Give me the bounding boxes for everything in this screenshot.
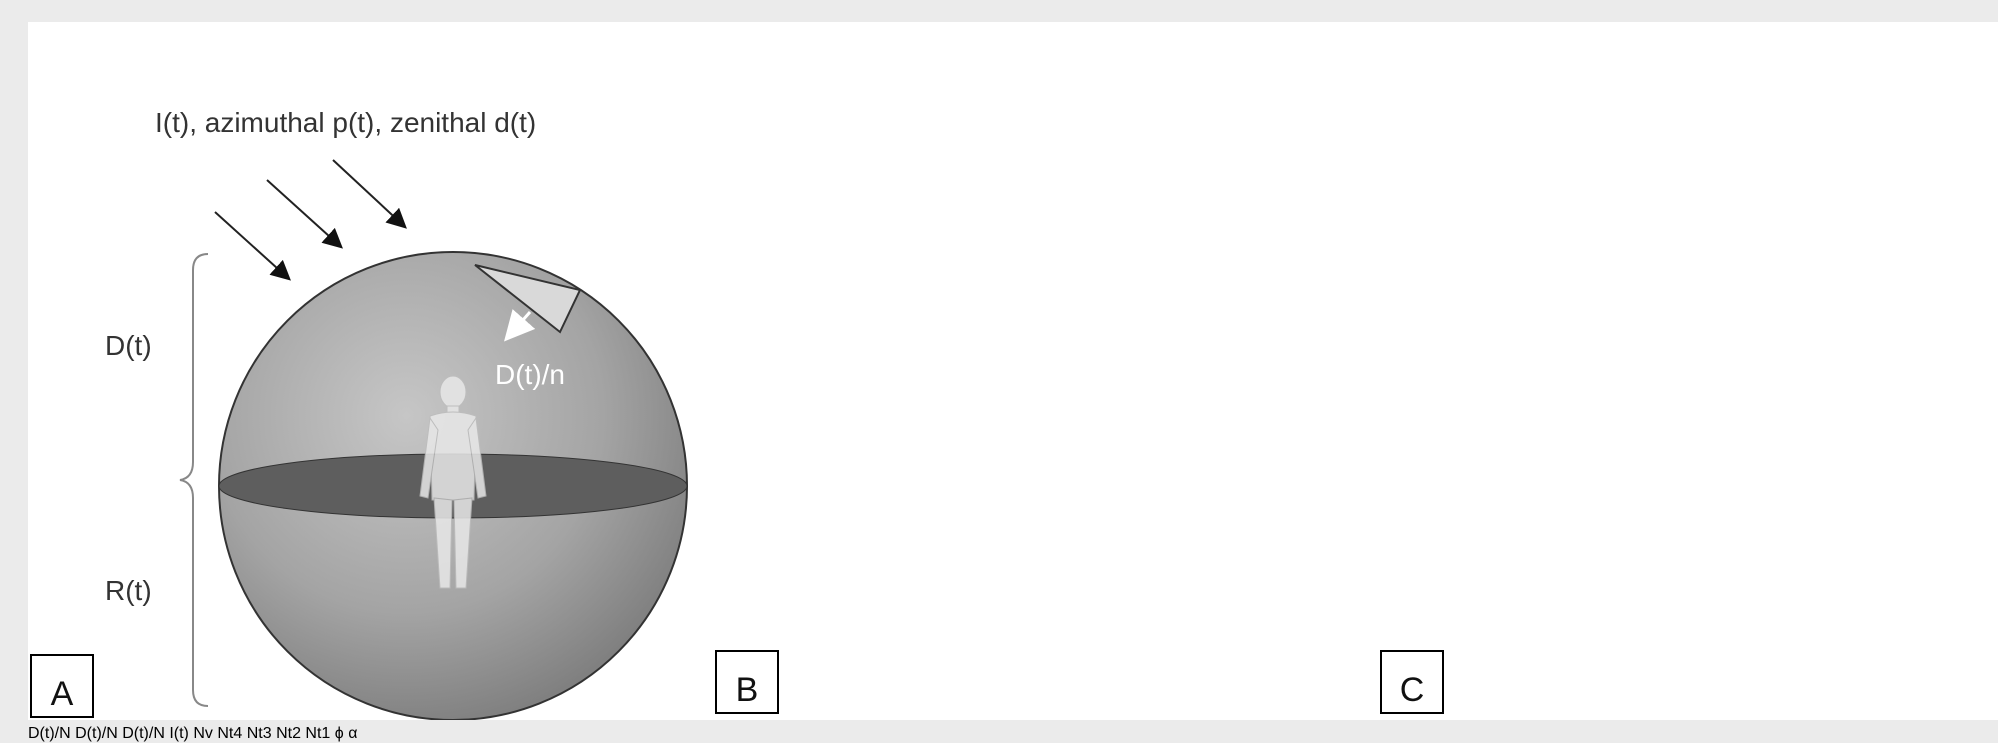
phi-label: ϕ	[335, 725, 344, 742]
normal-t2-label: Nt2	[276, 725, 301, 742]
sector-label: D(t)/N	[122, 725, 165, 742]
normal-t1-arrow: Nt1 ϕ α	[305, 725, 357, 742]
figure-canvas: I(t), azimuthal p(t), zenithal d(t) D(t)…	[28, 22, 1998, 720]
panel-a-tag: A	[30, 654, 94, 718]
patch-label: D(t)/n	[495, 359, 565, 390]
normal-t3-arrow: Nt3 Nt2 Nt1 ϕ α	[247, 725, 358, 742]
projection-line: D(t)/N D(t)/N D(t)/N	[28, 725, 169, 742]
normal-t1-label: Nt1	[305, 725, 330, 742]
normal-t4-label: Nt4	[217, 725, 242, 742]
sector-label: D(t)/N	[28, 725, 71, 742]
left-margin	[0, 0, 28, 720]
radiation-arrow	[267, 180, 340, 246]
panel-b-letter: B	[736, 671, 759, 710]
vertex-normal-label: Nv	[193, 725, 213, 742]
panel-b-tag: B	[715, 650, 779, 714]
figure-svg: I(t), azimuthal p(t), zenithal d(t) D(t)…	[28, 22, 1998, 720]
sky-sector: D(t)/N D(t)/N D(t)/N	[28, 725, 169, 742]
radiation-arrow	[333, 160, 404, 226]
ray-intensity-label: I(t)	[169, 725, 189, 742]
sector-label: D(t)/N	[75, 725, 118, 742]
panel-c-tag: C	[1380, 650, 1444, 714]
sky-shell: D(t)/N D(t)/N D(t)/N	[28, 725, 169, 742]
projection-line: D(t)/N D(t)/N D(t)/N	[28, 725, 169, 742]
normal-t2-arrow: Nt2 Nt1 ϕ α	[276, 725, 357, 742]
panel-c-letter: C	[1400, 671, 1425, 710]
head-mesh-closeup: I(t) Nv Nt4 Nt3 Nt2 Nt1 ϕ α	[169, 725, 357, 742]
incoming-ray: I(t) Nv Nt4 Nt3 Nt2 Nt1 ϕ α	[169, 725, 357, 742]
vertex-normal-arrow: Nv Nt4 Nt3 Nt2 Nt1 ϕ α	[193, 725, 357, 742]
panel-b: D(t)/N D(t)/N D(t)/N	[28, 725, 169, 742]
lower-hemisphere-label: R(t)	[105, 575, 152, 606]
panel-c: I(t) Nv Nt4 Nt3 Nt2 Nt1 ϕ α	[169, 725, 357, 742]
normal-t3-label: Nt3	[247, 725, 272, 742]
normal-t4-arrow: Nt4 Nt3 Nt2 Nt1 ϕ α	[217, 725, 357, 742]
alpha-label: α	[348, 725, 357, 742]
hemisphere-brace	[180, 254, 208, 706]
panel-a-letter: A	[51, 675, 74, 714]
panel-a: I(t), azimuthal p(t), zenithal d(t) D(t)…	[105, 107, 687, 720]
sector-arrow: D(t)/N	[122, 725, 169, 742]
phi-arc: ϕ α	[335, 725, 358, 742]
radiation-arrow	[215, 212, 288, 278]
top-margin	[0, 0, 1998, 22]
panel-a-header: I(t), azimuthal p(t), zenithal d(t)	[155, 107, 536, 138]
sector-arrow: D(t)/N D(t)/N	[75, 725, 169, 742]
upper-hemisphere-label: D(t)	[105, 330, 152, 361]
